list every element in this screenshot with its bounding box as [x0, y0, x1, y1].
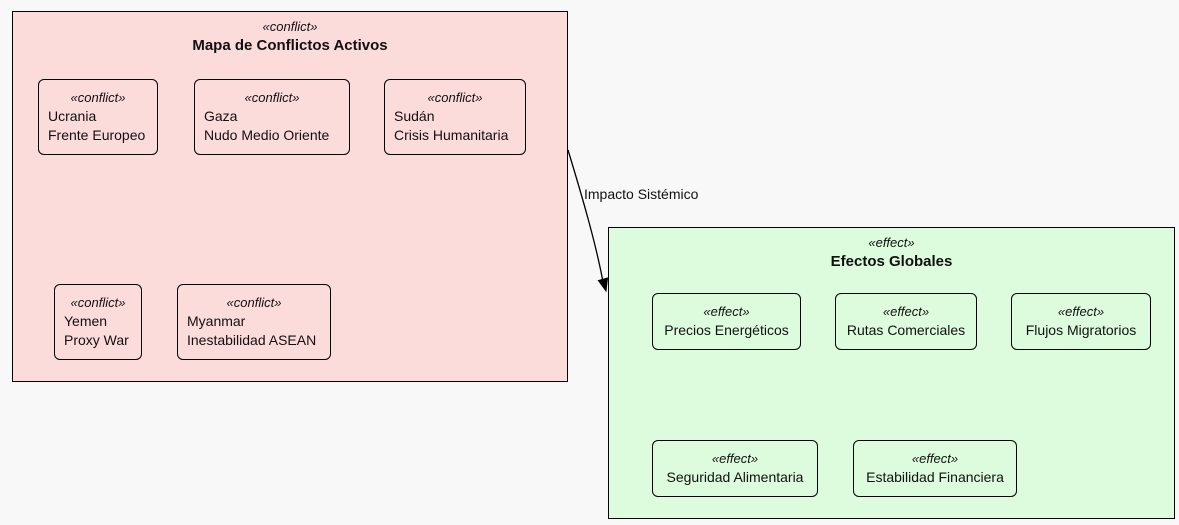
effect-container-title: Efectos Globales [830, 253, 953, 270]
node-gaza-stereotype: «conflict» [244, 90, 300, 105]
node-ucrania-line-2: Frente Europeo [48, 127, 146, 143]
node-rutas-comerciales-line-1: Rutas Comerciales [846, 322, 966, 338]
node-gaza-line-1: Gaza [204, 108, 238, 124]
conflict-container: «conflict» Mapa de Conflictos Activos «c… [12, 11, 568, 382]
node-yemen-line-1: Yemen [64, 313, 108, 329]
node-rutas-comerciales-stereotype: «effect» [882, 304, 930, 319]
conflict-container-title: Mapa de Conflictos Activos [192, 37, 388, 54]
node-estabilidad-financiera-line-1: Estabilidad Financiera [866, 469, 1004, 485]
node-myanmar-line-1: Myanmar [187, 313, 246, 329]
node-ucrania-line-1: Ucrania [48, 108, 97, 124]
node-precios-energeticos-line-1: Precios Energéticos [664, 322, 789, 338]
node-yemen-stereotype: «conflict» [70, 295, 126, 310]
node-estabilidad-financiera: «effect» Estabilidad Financiera [853, 440, 1017, 497]
node-ucrania-stereotype: «conflict» [70, 90, 126, 105]
node-myanmar: «conflict» Myanmar Inestabilidad ASEAN [177, 284, 331, 360]
node-estabilidad-financiera-stereotype: «effect» [911, 451, 959, 466]
effect-container-stereotype: «effect» [868, 235, 915, 250]
edge-label: Impacto Sistémico [584, 186, 699, 202]
node-precios-energeticos: «effect» Precios Energéticos [652, 293, 801, 350]
node-yemen-line-2: Proxy War [64, 332, 129, 348]
node-rutas-comerciales: «effect» Rutas Comerciales [835, 293, 977, 350]
node-seguridad-alimentaria: «effect» Seguridad Alimentaria [652, 440, 818, 497]
node-precios-energeticos-stereotype: «effect» [703, 304, 750, 319]
node-sudan-stereotype: «conflict» [427, 90, 483, 105]
node-sudan: «conflict» Sudán Crisis Humanitaria [384, 79, 526, 155]
node-ucrania: «conflict» Ucrania Frente Europeo [38, 79, 158, 155]
node-flujos-migratorios: «effect» Flujos Migratorios [1011, 293, 1151, 350]
node-seguridad-alimentaria-stereotype: «effect» [711, 451, 759, 466]
conflict-container-stereotype: «conflict» [262, 19, 318, 34]
node-gaza: «conflict» Gaza Nudo Medio Oriente [194, 79, 350, 155]
node-myanmar-line-2: Inestabilidad ASEAN [187, 332, 317, 348]
conflict-container-header: «conflict» Mapa de Conflictos Activos [13, 18, 567, 55]
node-flujos-migratorios-stereotype: «effect» [1057, 304, 1105, 319]
node-myanmar-stereotype: «conflict» [226, 295, 282, 310]
node-sudan-line-2: Crisis Humanitaria [394, 127, 509, 143]
node-sudan-line-1: Sudán [394, 108, 435, 124]
node-yemen: «conflict» Yemen Proxy War [54, 284, 142, 360]
node-seguridad-alimentaria-line-1: Seguridad Alimentaria [666, 469, 804, 485]
node-flujos-migratorios-line-1: Flujos Migratorios [1025, 322, 1137, 338]
effect-container: «effect» Efectos Globales «effect» Preci… [608, 227, 1175, 519]
node-gaza-line-2: Nudo Medio Oriente [204, 127, 330, 143]
effect-container-header: «effect» Efectos Globales [609, 234, 1174, 271]
